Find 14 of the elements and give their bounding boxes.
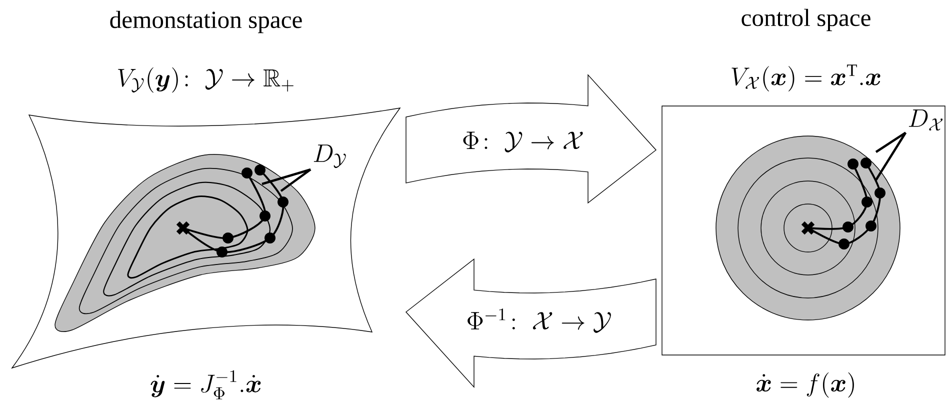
space-heading: control space bbox=[742, 8, 870, 32]
edge-label: $\Phi\colon\ \mathcal{Y}\to\mathcal{X}$ bbox=[460, 130, 586, 154]
edge-label: $\Phi^{-1}\colon\ \mathcal{X}\to\mathcal{Y}$ bbox=[464, 307, 614, 334]
formula: $V_{\mathcal{X}}(\boldsymbol{x})=\boldsymbol{x}^{\mathrm{T}}.\boldsymbol{x}$ bbox=[732, 64, 880, 92]
math-label: $D_{\mathcal{Y}}$ bbox=[314, 144, 346, 168]
leader-line bbox=[280, 168, 312, 192]
leader-line bbox=[262, 168, 311, 186]
leader-line bbox=[875, 132, 906, 153]
formula: $\dot{\boldsymbol{x}}=f(\boldsymbol{x})$ bbox=[756, 372, 854, 398]
leader-line bbox=[875, 132, 907, 181]
math-label: $D_{\mathcal{X}}$ bbox=[908, 109, 943, 131]
formula: $V_{\mathcal{Y}}(\boldsymbol{y})\colon\ \mathcal{Y}\to\mathbb{R}_+$ bbox=[118, 67, 294, 93]
formula: $\dot{\boldsymbol{y}}=J_{\Phi}^{-1}.\dot{\boldsymbol{x}}$ bbox=[150, 370, 261, 400]
space-heading: demonstation space bbox=[110, 10, 302, 34]
